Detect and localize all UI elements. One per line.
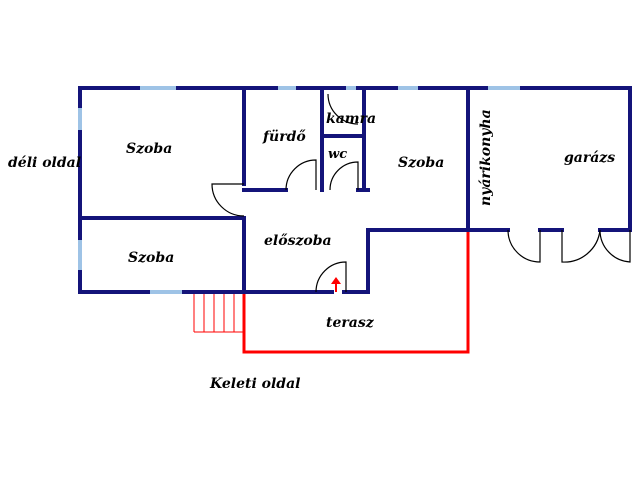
stairs: [193, 292, 244, 333]
walls: [78, 86, 632, 294]
entry-arrow-icon: [331, 277, 341, 292]
label-szoba-bottom-left: Szoba: [128, 250, 174, 266]
label-szoba-top-left: Szoba: [126, 141, 172, 157]
label-eloszoba: előszoba: [264, 233, 332, 249]
label-terasz: terasz: [326, 315, 375, 331]
windows: [78, 86, 520, 294]
label-furdo: fürdő: [262, 129, 306, 145]
label-nyarikonyha: nyárikonyha: [478, 109, 494, 206]
terrace-outline: [242, 230, 470, 354]
doors: [211, 93, 631, 293]
label-kamra: kamra: [326, 111, 376, 127]
label-keleti-oldal: Keleti oldal: [209, 376, 301, 392]
label-deli-oldal: déli oldal: [8, 155, 81, 171]
label-garazs: garázs: [564, 150, 615, 166]
label-wc: wc: [328, 147, 347, 162]
label-szoba-middle: Szoba: [398, 155, 444, 171]
